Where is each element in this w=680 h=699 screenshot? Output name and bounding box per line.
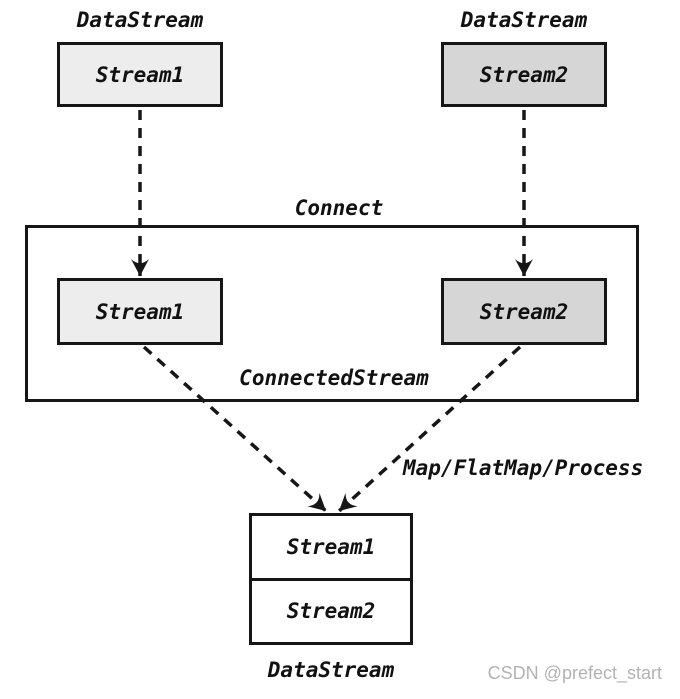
- csdn-watermark: CSDN @prefect_start: [487, 663, 662, 683]
- datastream-type-label-output: DataStream: [267, 658, 395, 682]
- map-flatmap-process-label: Map/FlatMap/Process: [403, 456, 644, 480]
- connected-stream1-box: Stream1: [57, 278, 223, 345]
- connect-operation-label: Connect: [294, 196, 384, 220]
- source-stream2-box: Stream2: [441, 42, 607, 107]
- connected-stream2-box: Stream2: [441, 278, 607, 345]
- datastream-type-label-left: DataStream: [76, 8, 204, 32]
- output-stream1-cell: Stream1: [252, 516, 410, 581]
- datastream-type-label-right: DataStream: [460, 8, 588, 32]
- output-datastream-box: Stream1 Stream2: [249, 513, 413, 645]
- output-stream2-cell: Stream2: [286, 599, 376, 624]
- connectedstream-result-label: ConnectedStream: [239, 366, 429, 390]
- source-stream1-box: Stream1: [57, 42, 223, 107]
